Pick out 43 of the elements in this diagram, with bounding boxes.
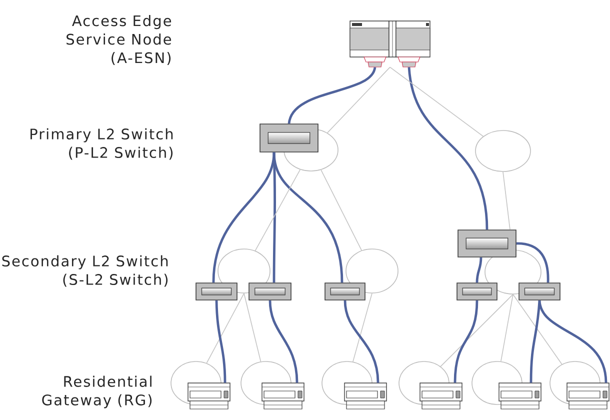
cable-line — [268, 300, 298, 383]
gateway-drawing — [566, 382, 610, 410]
link-line — [440, 294, 514, 367]
link-line — [320, 170, 362, 251]
gateway-drawing — [420, 382, 462, 410]
switch-box — [324, 282, 366, 300]
node-circle — [475, 130, 531, 172]
layer-label: Residential Gateway (RG) — [42, 376, 152, 408]
switch-box — [248, 282, 292, 300]
switch-box — [260, 124, 318, 152]
link-line — [254, 169, 301, 252]
link-line — [244, 293, 262, 362]
cable-line — [272, 152, 344, 283]
switch-box — [458, 230, 516, 258]
switch-box — [518, 282, 560, 300]
server-drawing — [350, 20, 430, 68]
cable-line — [538, 300, 608, 383]
link-line — [512, 294, 562, 365]
gateway-drawing — [344, 382, 387, 410]
cable-line — [212, 152, 276, 283]
link-line — [352, 293, 372, 362]
switch-box — [456, 282, 498, 300]
link-line — [500, 294, 514, 362]
cable-line — [476, 257, 482, 283]
gateway-drawing — [262, 382, 304, 410]
layer-label: Access Edge Service Node (A-ESN) — [66, 15, 172, 65]
layer-label: Primary L2 Switch (P-L2 Switch) — [30, 128, 173, 160]
switch-box — [196, 282, 238, 300]
link-line — [206, 293, 244, 364]
cable-line — [215, 300, 226, 383]
cable-line — [454, 300, 478, 383]
cable-line — [530, 300, 541, 383]
node-circle — [346, 248, 398, 294]
cable-line — [408, 67, 488, 230]
cable-line — [516, 242, 550, 283]
gateway-drawing — [188, 382, 230, 410]
layer-label: Secondary L2 Switch (S-L2 Switch) — [2, 255, 168, 287]
link-line — [326, 66, 390, 134]
gateway-drawing — [498, 382, 542, 410]
link-line — [502, 172, 510, 230]
cable-line — [288, 66, 376, 124]
link-line — [390, 66, 484, 137]
cable-line — [344, 300, 380, 383]
